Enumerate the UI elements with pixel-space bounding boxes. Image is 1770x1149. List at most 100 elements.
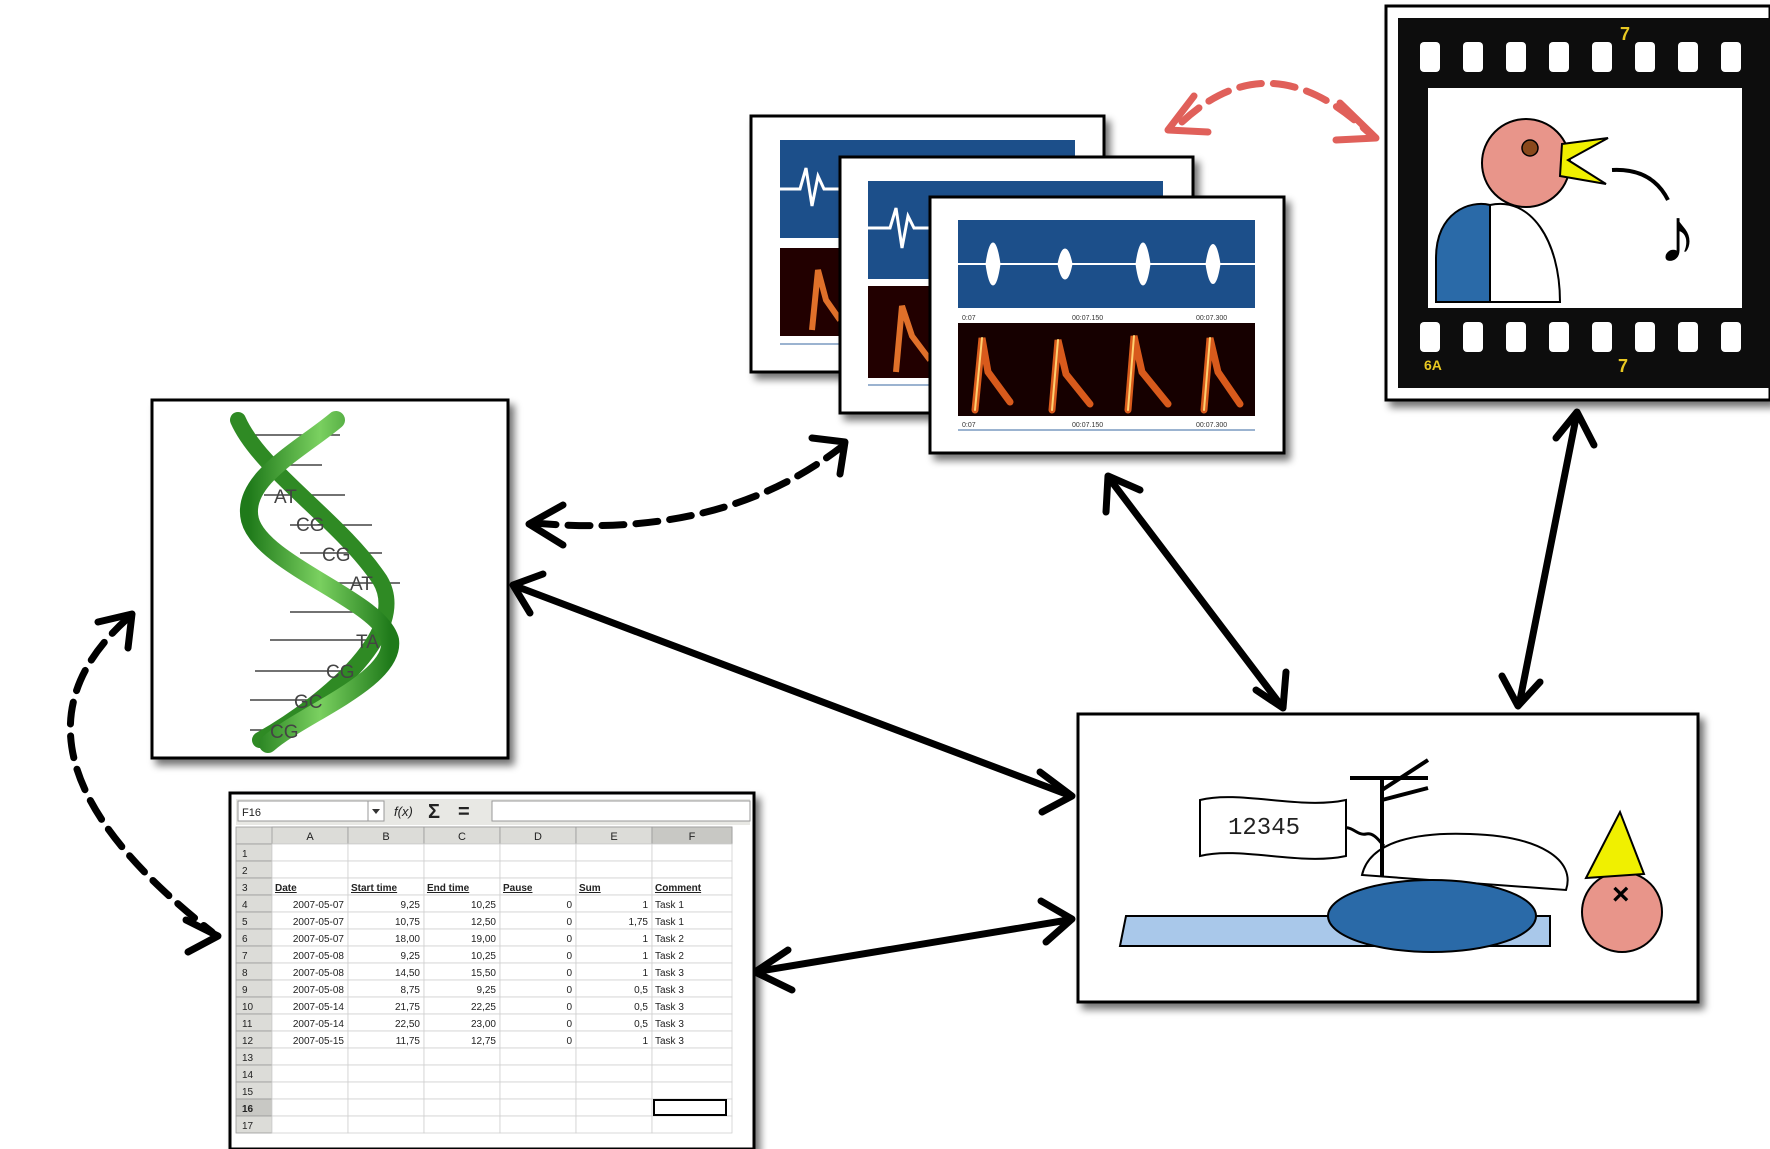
- row-number: 5: [242, 917, 248, 928]
- table-cell[interactable]: [423, 843, 501, 862]
- dashed-arrowhead-spectrogram: [808, 434, 849, 478]
- dna-base-pair-labels: AT CG CG AT TA CG GC CG: [270, 487, 379, 743]
- red-dashed-arrow-spectrogram-film: [1178, 80, 1372, 136]
- base-pair-label: AT: [350, 574, 373, 595]
- table-cell[interactable]: [499, 928, 577, 947]
- time-label-5: 00:07.150: [1072, 422, 1103, 429]
- table-cell[interactable]: [499, 1064, 577, 1083]
- table-cell[interactable]: [575, 894, 653, 913]
- sum-icon[interactable]: Σ: [428, 801, 440, 823]
- table-cell[interactable]: [499, 945, 577, 964]
- table-cell[interactable]: [423, 860, 501, 879]
- formula-input[interactable]: [491, 800, 751, 822]
- table-cell[interactable]: [651, 1081, 733, 1100]
- table-cell[interactable]: [499, 1098, 577, 1117]
- table-cell[interactable]: [499, 894, 577, 913]
- table-cell-value: 0: [566, 1019, 572, 1030]
- table-cell[interactable]: [575, 1115, 653, 1134]
- table-cell[interactable]: [423, 1081, 501, 1100]
- table-cell[interactable]: [347, 1064, 425, 1083]
- monitor-value: 12345: [1228, 815, 1300, 842]
- table-cell[interactable]: [271, 1115, 349, 1134]
- table-cell[interactable]: [575, 1047, 653, 1066]
- table-cell[interactable]: [651, 1115, 733, 1134]
- table-cell[interactable]: [499, 1081, 577, 1100]
- table-cell[interactable]: [347, 843, 425, 862]
- table-cell[interactable]: [271, 860, 349, 879]
- table-cell[interactable]: [271, 1098, 349, 1117]
- red-arrowhead-right: [1332, 99, 1380, 144]
- table-cell[interactable]: [575, 928, 653, 947]
- table-cell[interactable]: [271, 843, 349, 862]
- table-cell[interactable]: [499, 911, 577, 930]
- solid-arrowhead-patient-top: [1252, 668, 1290, 712]
- table-cell-value: 0: [566, 951, 572, 962]
- table-cell[interactable]: [499, 1013, 577, 1032]
- table-cell[interactable]: [499, 1115, 577, 1134]
- table-cell-value: 2007-05-07: [293, 917, 345, 928]
- table-cell[interactable]: [499, 1030, 577, 1049]
- table-cell[interactable]: [575, 1081, 653, 1100]
- table-cell[interactable]: [575, 1030, 653, 1049]
- table-cell[interactable]: [575, 860, 653, 879]
- table-cell[interactable]: [271, 1047, 349, 1066]
- sensor-antenna: [1343, 758, 1430, 876]
- row-number: 8: [242, 968, 248, 979]
- table-cell[interactable]: [651, 1047, 733, 1066]
- table-cell-value: 0: [566, 985, 572, 996]
- function-wizard-icon[interactable]: f(x): [394, 804, 413, 819]
- time-label-3: 00:07.300: [1196, 315, 1227, 322]
- row-number: 7: [242, 951, 248, 962]
- selected-cell[interactable]: [653, 1099, 727, 1116]
- table-cell-value: 0: [566, 1002, 572, 1013]
- table-cell[interactable]: [651, 1098, 733, 1117]
- table-cell[interactable]: [271, 1064, 349, 1083]
- cell-ref-label: F16: [242, 807, 261, 819]
- base-pair-label: CG: [322, 545, 351, 566]
- table-cell[interactable]: [423, 1047, 501, 1066]
- table-cell-value: 2007-05-08: [293, 985, 345, 996]
- dashed-arrow-dna-spreadsheet: [66, 614, 216, 936]
- table-cell-value: Task 1: [655, 900, 684, 911]
- table-cell[interactable]: [575, 945, 653, 964]
- table-cell[interactable]: [575, 962, 653, 981]
- row-number: 14: [242, 1070, 254, 1081]
- table-cell[interactable]: [499, 1047, 577, 1066]
- table-cell[interactable]: [575, 1098, 653, 1117]
- table-cell-value: 0: [566, 934, 572, 945]
- table-cell[interactable]: [423, 1115, 501, 1134]
- table-cell[interactable]: [347, 860, 425, 879]
- row-number: 1: [242, 849, 248, 860]
- dna-strand-front: [239, 411, 400, 753]
- table-cell[interactable]: [423, 1098, 501, 1117]
- table-cell[interactable]: [347, 1098, 425, 1117]
- table-cell-value: 15,50: [471, 968, 496, 979]
- table-cell[interactable]: [651, 843, 733, 862]
- table-cell-value: 10,75: [395, 917, 420, 928]
- spectrogram-syllables: [971, 335, 1244, 414]
- table-cell[interactable]: [499, 979, 577, 998]
- table-cell-value: 1,75: [629, 917, 649, 928]
- table-cell-value: 10,25: [471, 900, 496, 911]
- solid-arrowhead-patient-lower: [1037, 897, 1076, 946]
- table-cell[interactable]: [499, 962, 577, 981]
- table-cell[interactable]: [575, 843, 653, 862]
- solid-arrow-spreadsheet-patient: [756, 916, 1072, 975]
- table-cell[interactable]: [347, 1115, 425, 1134]
- table-cell-value: 10,25: [471, 951, 496, 962]
- table-cell[interactable]: [499, 996, 577, 1015]
- table-cell[interactable]: [651, 1064, 733, 1083]
- formula-equals-icon[interactable]: =: [458, 801, 470, 823]
- table-cell[interactable]: [271, 1081, 349, 1100]
- spectrogram-card-front: 0:07 00:07.150 00:07.300 0:07 00:07.150 …: [928, 195, 1286, 455]
- dashed-arrowhead-dna-lower: [94, 610, 136, 652]
- table-cell[interactable]: [347, 1047, 425, 1066]
- table-cell[interactable]: [651, 860, 733, 879]
- table-cell[interactable]: [499, 843, 577, 862]
- table-cell[interactable]: [575, 1064, 653, 1083]
- table-cell[interactable]: [423, 1064, 501, 1083]
- table-cell[interactable]: [347, 1081, 425, 1100]
- table-cell[interactable]: [499, 860, 577, 879]
